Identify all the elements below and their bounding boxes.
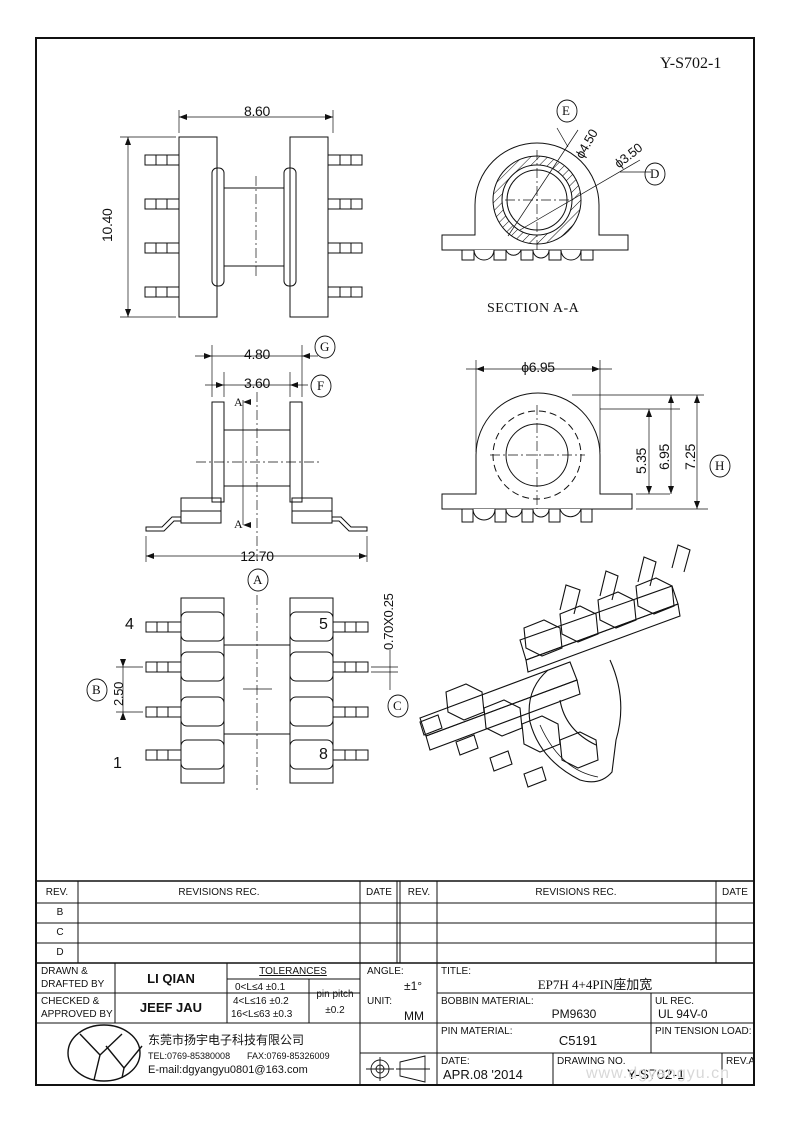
- section-title: SECTION A-A: [487, 301, 580, 316]
- iso-pins-front: [419, 714, 547, 788]
- bottom-view: [116, 595, 398, 790]
- drawn-name: LI QIAN: [147, 971, 195, 986]
- unit-label: UNIT:: [367, 996, 392, 1007]
- drawing-no-value: Y-S702-1: [627, 1066, 685, 1082]
- section-view: [441, 127, 651, 261]
- tol-row-3: 16<L≤63 ±0.3: [231, 1009, 293, 1020]
- balloon-h: H: [715, 458, 725, 473]
- dim-h3: 7.25: [682, 443, 698, 470]
- isometric-view: [419, 544, 691, 788]
- company-fax: FAX:0769-85326009: [247, 1051, 330, 1061]
- iso-blocks-front: [445, 683, 599, 769]
- balloon-a: A: [253, 572, 263, 587]
- tolerances-label: TOLERANCES: [259, 966, 327, 977]
- rev-header-left: REV.: [45, 887, 69, 898]
- rev-row-c: C: [56, 927, 64, 938]
- tol-row-1: 0<L≤4 ±0.1: [235, 982, 286, 993]
- date-header-left: DATE: [366, 887, 392, 898]
- section-marker-top: A: [234, 395, 243, 409]
- flange-view: [441, 360, 708, 523]
- pin-number-1: 1: [113, 755, 122, 772]
- dim-h1: 5.35: [633, 447, 649, 474]
- watermark: www.dgyangyu.cn: [586, 1065, 730, 1082]
- dim-height-left: 10.40: [99, 208, 115, 242]
- rev-label: REV.A: [726, 1056, 756, 1067]
- unit-value: MM: [404, 1009, 424, 1023]
- checked-label-1: CHECKED &: [41, 996, 100, 1007]
- iso-blocks-back: [523, 577, 675, 657]
- balloon-d: D: [650, 166, 660, 181]
- dim-pitch: 2.50: [111, 681, 126, 706]
- pin-number-8: 8: [319, 746, 328, 763]
- bobbin-label: BOBBIN MATERIAL:: [441, 996, 534, 1007]
- rev-header-right: REV.: [407, 887, 431, 898]
- company-name: 东莞市扬宇电子科技有限公司: [148, 1033, 305, 1047]
- iso-pins-back: [559, 544, 691, 615]
- balloon-b: B: [92, 682, 101, 697]
- date-label: DATE:: [441, 1056, 470, 1067]
- company-email: E-mail:dgyangyu0801@163.com: [148, 1064, 308, 1076]
- drawing-no-label: DRAWING NO.: [557, 1056, 626, 1067]
- dim-total-width: 12.70: [240, 548, 274, 564]
- date-value: APR.08 '2014: [443, 1067, 523, 1082]
- dim-flange-dia: ϕ6.95: [521, 359, 555, 375]
- sheet-border: [35, 37, 755, 1086]
- title-value: EP7H 4+4PIN座加宽: [537, 977, 653, 992]
- balloons: [86, 99, 731, 718]
- drawn-label-1: DRAWN &: [41, 966, 88, 977]
- projection-symbol-icon: [366, 1055, 430, 1083]
- pin-tension-label: PIN TENSION LOAD:: [655, 1026, 752, 1037]
- pin-number-5: 5: [319, 616, 328, 633]
- bobbin-value: PM9630: [551, 1007, 597, 1021]
- angle-value: ±1°: [404, 979, 423, 993]
- pin-pitch-value: ±0.2: [325, 1005, 345, 1016]
- rev-row-b: B: [56, 907, 64, 918]
- side-view: [120, 110, 363, 318]
- title-label: TITLE:: [441, 966, 472, 977]
- dim-outer-width: 4.80: [243, 346, 271, 362]
- balloon-f: F: [317, 378, 325, 393]
- doc-code: Y-S702-1: [660, 55, 722, 72]
- balloon-c: C: [393, 698, 402, 713]
- pin-material-label: PIN MATERIAL:: [441, 1026, 513, 1037]
- checked-name: JEEF JAU: [139, 1000, 203, 1015]
- angle-label: ANGLE:: [367, 966, 404, 977]
- rec-header-right: REVISIONS REC.: [535, 887, 617, 898]
- drawn-label-2: DRAFTED BY: [41, 979, 105, 990]
- tol-row-2: 4<L≤16 ±0.2: [233, 996, 289, 1007]
- rec-header-left: REVISIONS REC.: [178, 887, 260, 898]
- ul-value: UL 94V-0: [658, 1007, 708, 1021]
- balloon-g: G: [320, 339, 330, 354]
- revisions-table: [36, 880, 754, 964]
- rev-row-d: D: [56, 947, 64, 958]
- dim-h2: 6.95: [656, 443, 672, 470]
- title-block-grid: [36, 963, 754, 1085]
- checked-label-2: APPROVED BY: [41, 1009, 113, 1020]
- dim-width-top: 8.60: [243, 103, 271, 119]
- dim-pin-size: 0.70X0.25: [381, 593, 396, 650]
- pin-material-value: C5191: [558, 1033, 598, 1048]
- front-view: [145, 345, 368, 562]
- balloon-e: E: [562, 103, 570, 118]
- company-logo-icon: [67, 1024, 143, 1082]
- pin-number-4: 4: [125, 616, 134, 633]
- company-tel: TEL:0769-85380008: [148, 1051, 231, 1061]
- section-marker-bottom: A: [234, 517, 243, 531]
- pin-pitch-label: pin pitch: [316, 989, 354, 1000]
- date-header-right: DATE: [722, 887, 748, 898]
- dim-inner-width: 3.60: [243, 375, 271, 391]
- ul-label: UL REC.: [655, 996, 695, 1007]
